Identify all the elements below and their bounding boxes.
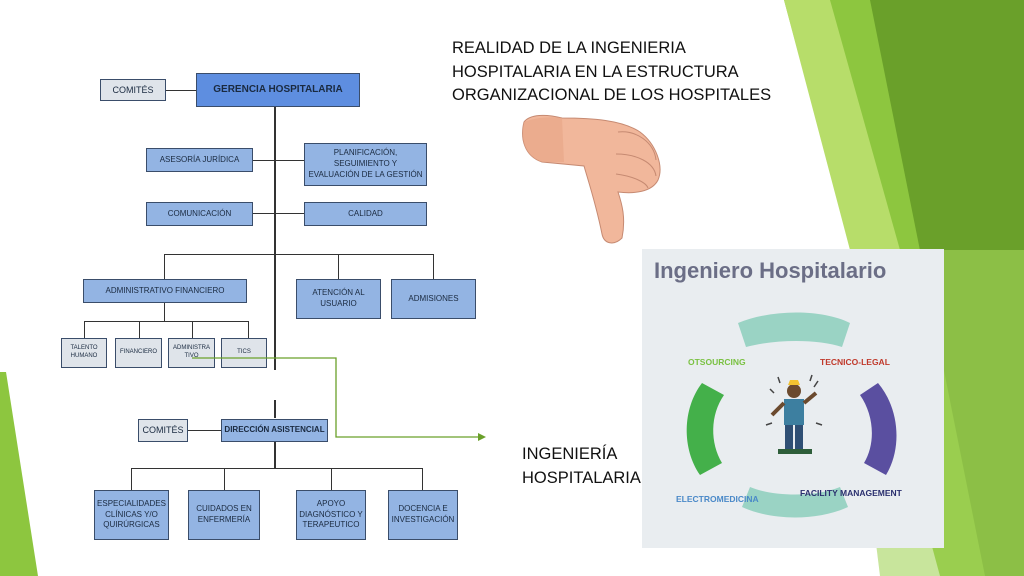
connector-line (275, 213, 305, 214)
connector-line (84, 321, 85, 338)
connector-line (248, 321, 249, 338)
connector-line (139, 321, 140, 338)
connector-line (253, 213, 275, 214)
connector-line (131, 468, 423, 469)
connector-line (253, 160, 275, 161)
atencion-box: ATENCIÓN AL USUARIO (296, 279, 381, 319)
especialidades-box: ESPECIALIDADES CLÍNICAS Y/O QUIRÚRGICAS (94, 490, 169, 540)
connector-line (131, 468, 132, 490)
engineer-figure-icon (765, 374, 823, 454)
cycle-diagram (686, 312, 897, 518)
comites-top-box: COMITÉS (100, 79, 166, 101)
administrativo-box: ADMINISTRA TIVO (168, 338, 215, 368)
ingeniero-hospitalario-title: Ingeniero Hospitalario (654, 258, 887, 283)
connector-line (164, 254, 165, 279)
planificacion-box: PLANIFICACIÓN, SEGUIMIENTO Y EVALUACIÓN … (304, 143, 427, 186)
admisiones-box: ADMISIONES (391, 279, 476, 319)
connector-line (338, 254, 339, 280)
connector-line (422, 468, 423, 490)
slide-subtitle: INGENIERÍA HOSPITALARIA (522, 445, 641, 487)
electromedicina-label: ELECTROMEDICINA (676, 494, 759, 504)
comunicacion-box: COMUNICACIÓN (146, 202, 253, 226)
facility-label: FACILITY MANAGEMENT (800, 488, 902, 498)
connector-line (274, 107, 276, 370)
connector-line (433, 254, 434, 280)
comites-bottom-box: COMITÉS (138, 419, 188, 442)
connector-line (164, 302, 165, 322)
connector-line (274, 442, 276, 469)
connector-line (192, 321, 193, 338)
docencia-box: DOCENCIA E INVESTIGACIÓN (388, 490, 458, 540)
connector-line (187, 430, 221, 431)
financiero-box: FINANCIERO (115, 338, 162, 368)
connector-line (331, 468, 332, 490)
cuidados-box: CUIDADOS EN ENFERMERÍA (188, 490, 260, 540)
direccion-box: DIRECCIÓN ASISTENCIAL (221, 419, 328, 442)
apoyo-box: APOYO DIAGNÓSTICO Y TERAPEUTICO (296, 490, 366, 540)
asesoria-box: ASESORÍA JURÍDICA (146, 148, 253, 172)
connector-line (275, 160, 305, 161)
admin-financiero-box: ADMINISTRATIVO FINANCIERO (83, 279, 247, 303)
connector-line (224, 468, 225, 490)
connector-line (164, 254, 434, 255)
connector-line (274, 400, 276, 418)
talento-box: TALENTO HUMANO (61, 338, 107, 368)
slide-title: REALIDAD DE LA INGENIERIA HOSPITALARIA E… (452, 39, 772, 104)
thumbs-down-icon (522, 114, 661, 244)
outsourcing-label: OTSOURCING (688, 357, 746, 367)
connector-line (166, 90, 197, 91)
tecnico-legal-label: TECNICO-LEGAL (820, 357, 890, 367)
tics-box: TICS (221, 338, 267, 368)
calidad-box: CALIDAD (304, 202, 427, 226)
gerencia-box: GERENCIA HOSPITALARIA (196, 73, 360, 107)
connector-line (84, 321, 249, 322)
